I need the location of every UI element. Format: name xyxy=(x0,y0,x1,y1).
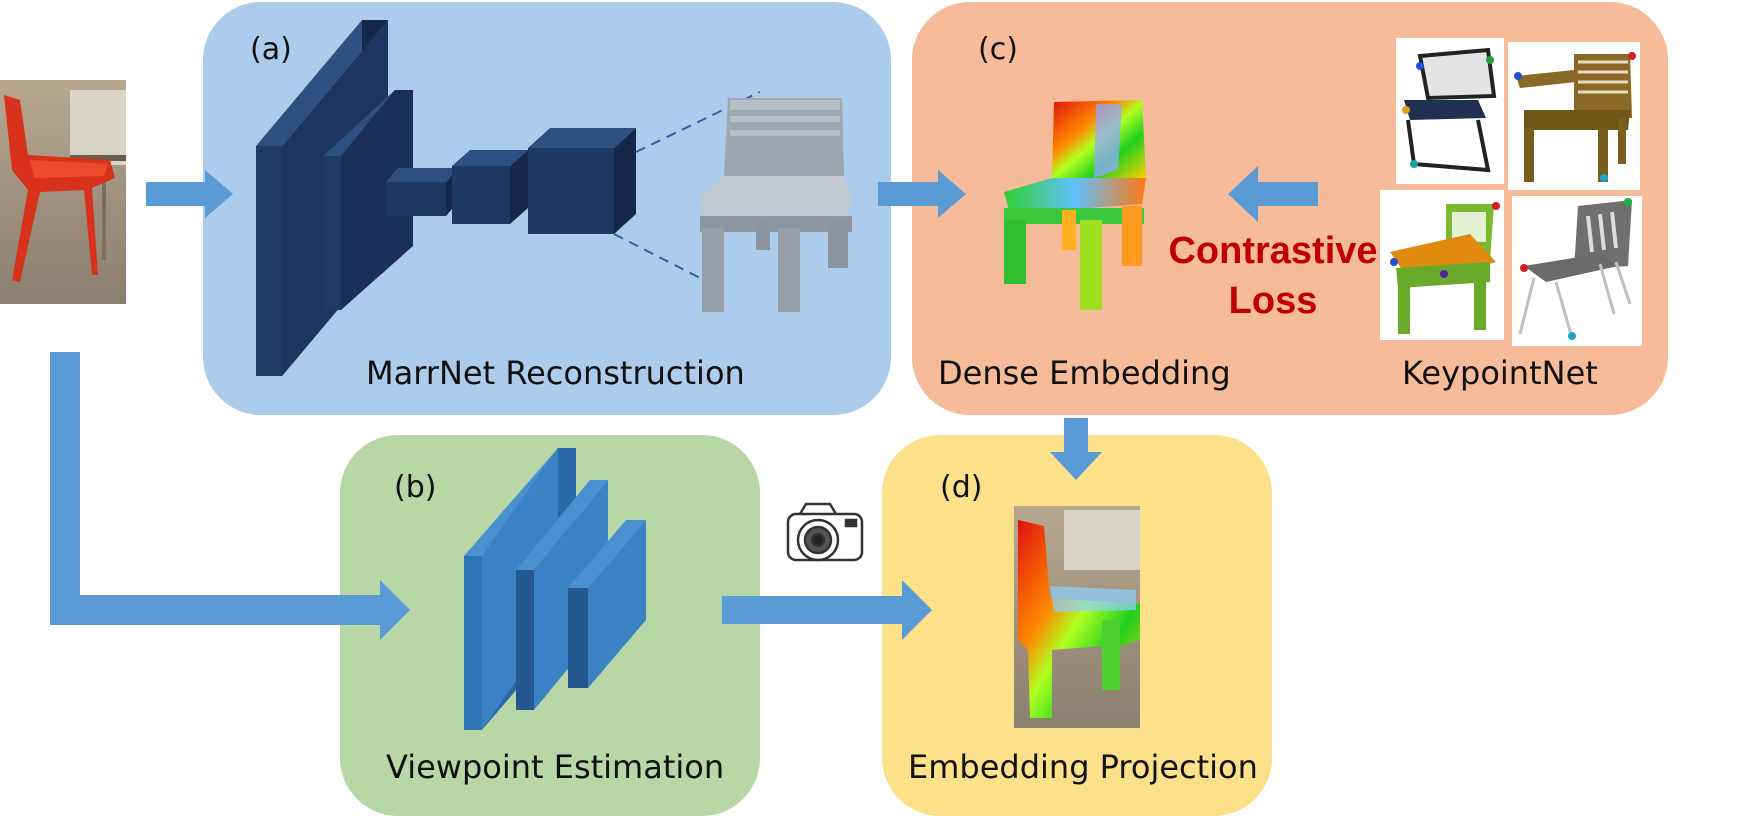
panel-b-tag: (b) xyxy=(394,470,437,505)
reconstructed-chair xyxy=(700,98,852,312)
marrnet-encoder-icon xyxy=(256,20,636,376)
arrow-keypointnet-to-embedding xyxy=(1228,166,1318,222)
arrow-embedding-to-projection xyxy=(1050,418,1102,480)
dense-embedding-chair xyxy=(1004,100,1146,310)
contrastive-loss-line1: Contrastive xyxy=(1168,230,1378,272)
viewpoint-cnn-icon xyxy=(464,448,646,730)
arrow-photo-to-marrnet xyxy=(146,170,233,218)
contrastive-loss-line2: Loss xyxy=(1228,280,1318,322)
keypointnet-title: KeypointNet xyxy=(1402,354,1598,392)
arrow-marrnet-to-embedding xyxy=(878,170,966,218)
panel-a-tag: (a) xyxy=(250,32,292,67)
contrastive-loss-label: Contrastive Loss xyxy=(1168,226,1378,326)
projection-title: Embedding Projection xyxy=(908,748,1258,786)
dense-embedding-title: Dense Embedding xyxy=(938,354,1231,392)
keypointnet-chairs xyxy=(1380,38,1642,346)
camera-icon xyxy=(786,502,864,562)
viewpoint-title: Viewpoint Estimation xyxy=(386,748,725,786)
arrow-photo-to-viewpoint xyxy=(50,352,410,640)
panel-d-tag: (d) xyxy=(940,470,983,505)
panel-c-tag: (c) xyxy=(978,32,1018,67)
input-photo xyxy=(0,80,126,304)
arrow-viewpoint-to-projection xyxy=(722,580,932,640)
projection-image xyxy=(1014,506,1140,728)
marrnet-title: MarrNet Reconstruction xyxy=(366,354,745,392)
